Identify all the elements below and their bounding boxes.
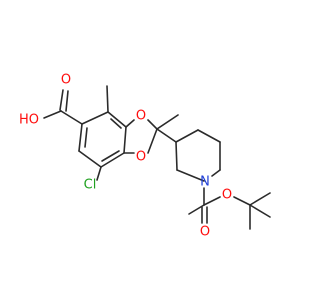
acid-carbonyl-oxygen-label: O [61,73,71,88]
ketal-to-piperidine-bond [156,128,177,143]
aryl-methyl-bond [106,85,109,113]
piperidine-nitrogen-label: N [200,175,210,190]
ketal-methyl-bond [156,114,179,130]
hydroxyl-label: HO [19,113,39,128]
piperidine-ring [175,129,221,182]
carboxylic-acid-group [43,89,83,125]
molecule-canvas: HO O Cl O O N O O [19,73,271,240]
boc-group [188,187,271,230]
dioxole-oxygen-bottom-label: O [136,150,146,165]
dioxole-oxygen-top-label: O [136,109,146,124]
dioxole-ring [123,119,158,154]
chloro-bond [96,166,102,181]
carbamate-ester-oxygen-label: O [222,188,232,203]
chlorine-label: Cl [84,178,97,193]
molecule-structure: HO O Cl O O N O O [19,73,271,240]
carbamate-carbonyl-oxygen-label: O [200,225,210,240]
atom-labels: HO O Cl O O N O O [19,73,232,240]
benzene-ring [78,111,127,168]
